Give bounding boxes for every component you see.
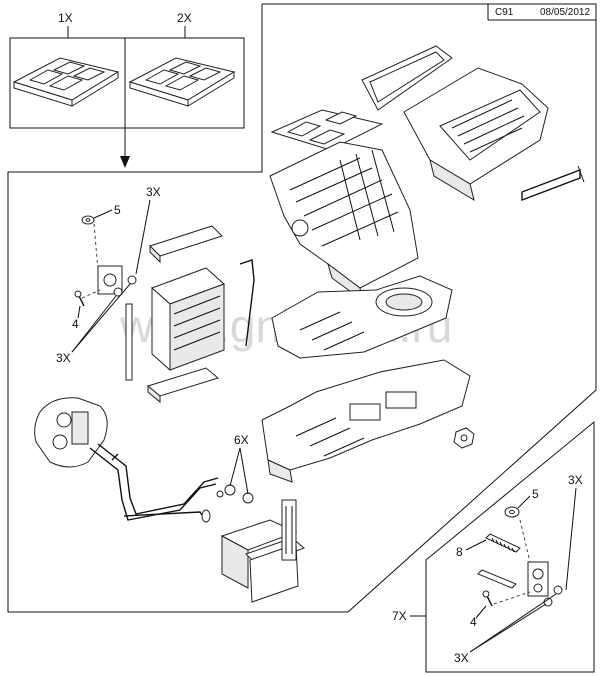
callout-inset-5: 5	[532, 487, 539, 501]
washer-5-left	[81, 215, 95, 225]
mode-door-lever	[521, 165, 585, 202]
inset-o-ring-a	[553, 585, 563, 595]
callout-left-4: 4	[72, 317, 79, 331]
callout-inset-7x: 7X	[392, 609, 407, 623]
inset-bolt	[477, 569, 517, 589]
heater-core	[220, 499, 305, 603]
inset-stud-8	[485, 533, 521, 553]
callout-inset-3x-bottom: 3X	[454, 651, 469, 665]
callout-inset-8: 8	[456, 545, 463, 559]
blower-housing-upper	[403, 67, 549, 202]
foam-seal-strip	[125, 303, 133, 381]
hex-nut	[453, 427, 475, 449]
callout-left-5: 5	[114, 203, 121, 217]
kit-2x-label: 2X	[177, 11, 192, 25]
heater-pipe-flange	[34, 397, 108, 468]
callout-inset-4: 4	[470, 615, 477, 629]
inset-bolt-4	[482, 590, 493, 607]
inset-washer-5	[504, 506, 520, 518]
evaporator-cover	[149, 225, 223, 264]
header-code: C91	[495, 7, 514, 18]
kit-1x-label: 1X	[58, 11, 73, 25]
evaporator-core	[151, 267, 225, 372]
filter-kit-box	[9, 37, 245, 129]
evaporator-bracket	[146, 367, 220, 404]
o-ring-top	[127, 275, 137, 285]
evaporator-clip	[239, 259, 255, 347]
kit-arrow-icon	[120, 156, 130, 168]
inset-frame	[425, 420, 595, 673]
cabin-filter-installed	[270, 109, 384, 151]
inset-expansion-valve	[527, 561, 549, 597]
cabin-filter-1x	[12, 57, 120, 107]
callout-inset-3x-top: 3X	[568, 473, 583, 487]
callout-left-3x-bottom: 3X	[56, 351, 71, 365]
heater-case-upper	[271, 275, 453, 359]
callout-left-3x-top: 3X	[146, 185, 161, 199]
bolt-4-left	[74, 290, 85, 307]
callout-clips-6x: 6X	[234, 433, 249, 447]
main-frame-border	[7, 3, 597, 613]
cabin-filter-2x	[128, 57, 236, 107]
heater-pipes	[89, 443, 219, 523]
duct-seal-frame	[361, 45, 453, 111]
heater-case-lower	[261, 359, 471, 483]
o-ring-bottom	[113, 287, 123, 297]
distribution-housing	[269, 141, 419, 302]
header-date: 08/05/2012	[540, 7, 590, 18]
